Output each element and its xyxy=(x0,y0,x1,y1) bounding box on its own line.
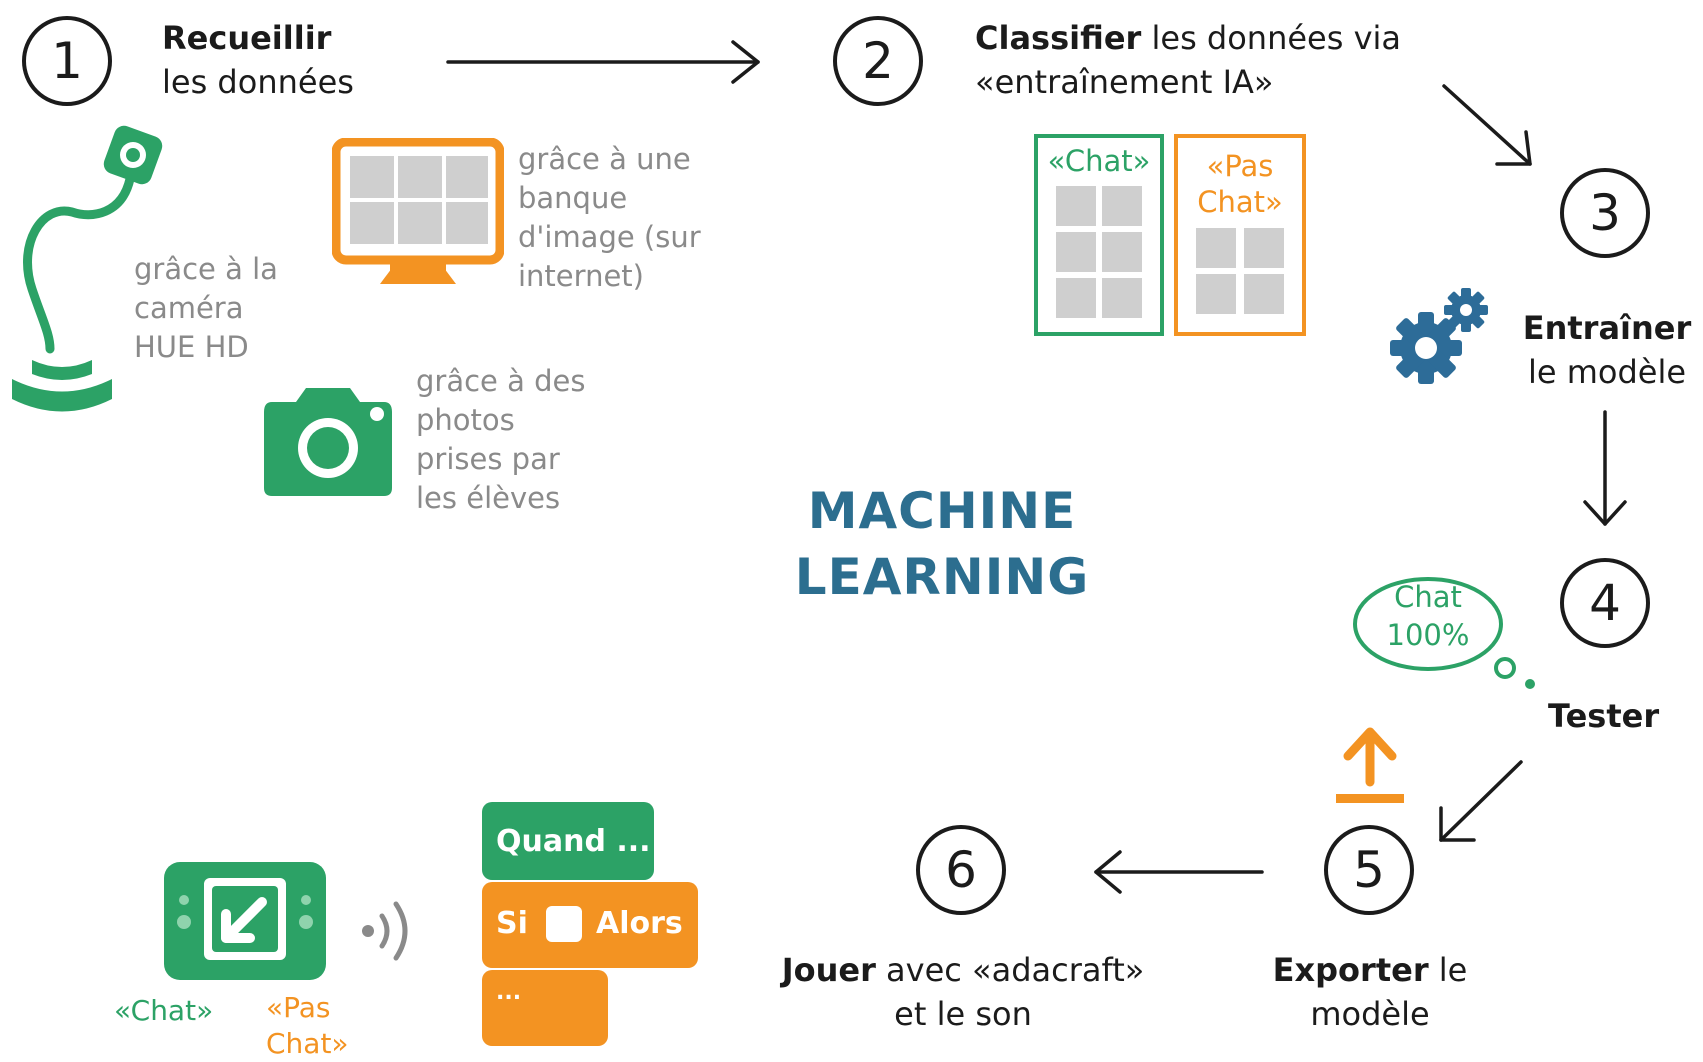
step-1-label: Recueillir les données xyxy=(162,16,354,104)
step-5-bold: Exporter xyxy=(1272,951,1429,989)
step-3-label: Entraîner le modèle xyxy=(1512,306,1702,394)
device-label-pas-chat-line-2: Chat» xyxy=(266,1027,349,1060)
step-2-label: Classifier les données via «entraînement… xyxy=(975,16,1401,104)
step-3-rest: le modèle xyxy=(1527,353,1687,391)
photos-line-4: les élèves xyxy=(416,481,561,515)
photos-line-3: prises par xyxy=(416,442,560,476)
step-5-number: 5 xyxy=(1353,841,1385,899)
step-4-circle: 4 xyxy=(1560,558,1650,648)
step-2-number: 2 xyxy=(862,32,894,90)
monitor-icon xyxy=(332,138,504,284)
class-pas-chat-label: «Pas Chat» xyxy=(1178,148,1302,220)
title-line-1: MACHINE xyxy=(807,482,1077,540)
machine-learning-title: MACHINE LEARNING xyxy=(752,478,1132,610)
step-6-bold: Jouer xyxy=(781,951,876,989)
step-2-bold: Classifier xyxy=(975,19,1142,57)
device-label-pas-chat: «Pas Chat» xyxy=(266,990,349,1062)
arrow-4-to-5 xyxy=(1439,760,1523,842)
block-then-label: Alors xyxy=(596,906,683,941)
step-6-line2: et le son xyxy=(894,995,1032,1033)
class-chat-thumbnails xyxy=(1056,186,1142,318)
test-bubble-line-1: Chat xyxy=(1394,580,1462,614)
step-3-number: 3 xyxy=(1589,184,1621,242)
block-when: Quand ... xyxy=(482,802,654,880)
block-dots-label: ... xyxy=(496,980,522,1005)
photos-line-1: grâce à des xyxy=(416,364,586,398)
photos-line-2: photos xyxy=(416,403,515,437)
step-5-label: Exporter le modèle xyxy=(1262,948,1478,1036)
step-2-line2: «entraînement IA» xyxy=(975,63,1274,101)
step-1-rest: les données xyxy=(162,63,354,101)
step-6-number: 6 xyxy=(945,841,977,899)
step-1-number: 1 xyxy=(51,32,83,90)
photos-text: grâce à des photos prises par les élèves xyxy=(416,362,585,518)
step-3-circle: 3 xyxy=(1560,168,1650,258)
gears-icon xyxy=(1390,288,1488,384)
device-label-pas-chat-line-1: «Pas xyxy=(266,991,331,1024)
step-6-rest: avec «adacraft» xyxy=(886,951,1145,989)
step-3-bold: Entraîner xyxy=(1522,309,1692,347)
step-4-number: 4 xyxy=(1589,574,1621,632)
device-label-chat: «Chat» xyxy=(114,994,214,1027)
title-line-2: LEARNING xyxy=(794,548,1090,606)
image-bank-line-3: d'image (sur xyxy=(518,220,701,254)
test-bubble-line-2: 100% xyxy=(1386,618,1470,652)
step-1-bold: Recueillir xyxy=(162,19,332,57)
step-5-line2: modèle xyxy=(1310,995,1430,1033)
step-5-circle: 5 xyxy=(1324,825,1414,915)
class-pas-chat-thumbnails xyxy=(1196,228,1284,314)
block-if: Si Alors xyxy=(482,882,698,968)
step-4-label: Tester xyxy=(1548,697,1660,735)
step-2-rest: les données via xyxy=(1151,19,1402,57)
arrow-3-to-4 xyxy=(1583,410,1627,526)
camera-hue-icon xyxy=(12,125,163,412)
image-bank-text: grâce à une banque d'image (sur internet… xyxy=(518,140,701,296)
image-bank-line-2: banque xyxy=(518,181,628,215)
step-1-circle: 1 xyxy=(22,16,112,106)
step-6-label: Jouer avec «adacraft» et le son xyxy=(748,948,1178,1036)
arrow-2-to-3 xyxy=(1442,84,1532,166)
arrow-1-to-2 xyxy=(446,40,760,84)
camera-hue-text: grâce à la caméra HUE HD xyxy=(134,250,278,367)
block-dots: ... xyxy=(482,970,608,1046)
image-bank-line-1: grâce à une xyxy=(518,142,691,176)
class-chat-label: «Chat» xyxy=(1047,144,1151,178)
camera-hue-line-2: caméra xyxy=(134,291,244,325)
camera-hue-line-3: HUE HD xyxy=(134,330,249,364)
photo-camera-icon xyxy=(264,388,392,496)
class-pas-chat-line-2: Chat» xyxy=(1197,185,1283,219)
step-2-circle: 2 xyxy=(833,16,923,106)
step-5-rest: le xyxy=(1438,951,1468,989)
image-bank-line-4: internet) xyxy=(518,259,644,293)
step-6-circle: 6 xyxy=(916,825,1006,915)
class-chat-panel: «Chat» xyxy=(1034,134,1164,336)
block-when-label: Quand ... xyxy=(496,824,651,859)
class-pas-chat-line-1: «Pas xyxy=(1206,149,1274,183)
test-bubble-text: Chat 100% xyxy=(1358,578,1498,654)
upload-icon xyxy=(1336,727,1404,803)
block-if-slot xyxy=(546,906,582,942)
test-bubble-shape xyxy=(1353,577,1535,689)
class-pas-chat-panel: «Pas Chat» xyxy=(1174,134,1306,336)
arrow-5-to-6 xyxy=(1094,850,1264,894)
camera-hue-line-1: grâce à la xyxy=(134,252,278,286)
sound-waves-icon xyxy=(362,901,408,961)
handheld-device-icon xyxy=(164,862,326,980)
block-if-label: Si xyxy=(496,906,528,941)
